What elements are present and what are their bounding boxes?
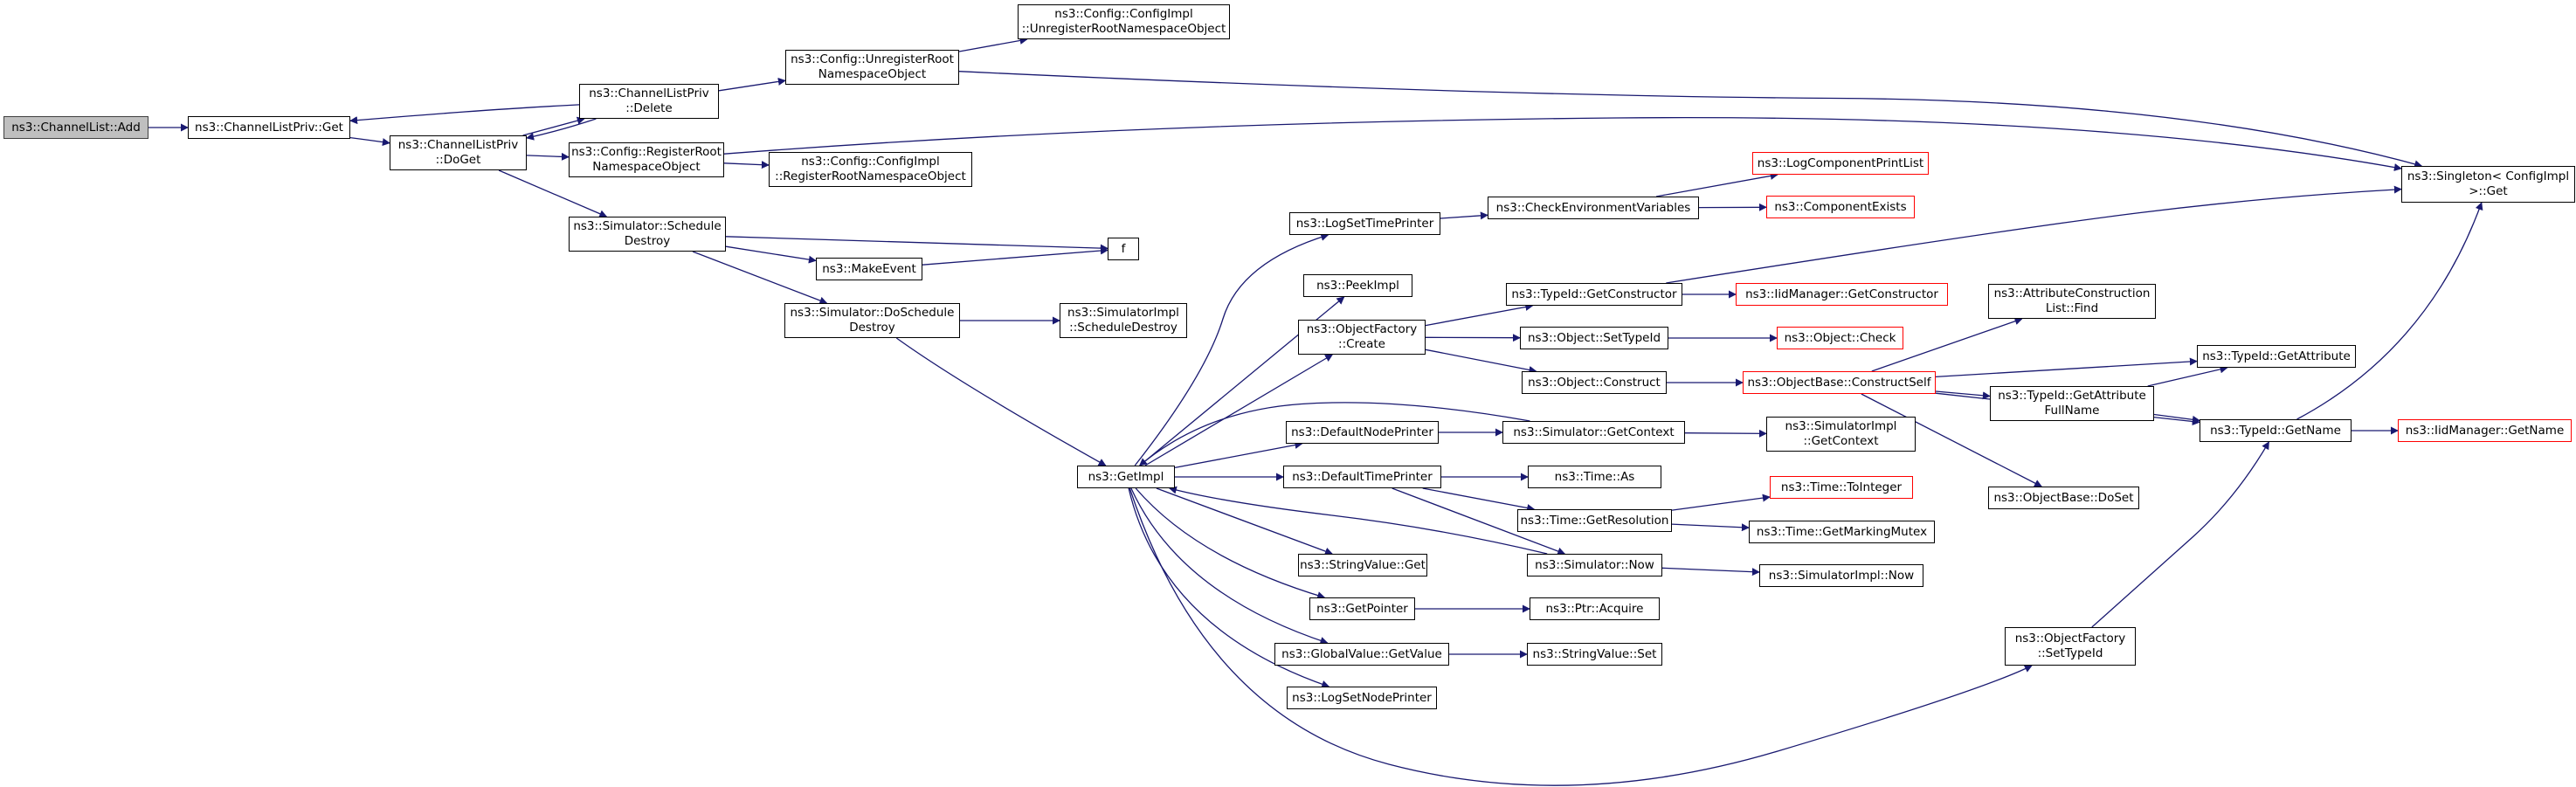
node-objfactory-create[interactable]: ns3::ObjectFactory ::Create xyxy=(1298,320,1426,355)
edge-sim-schedule-destroy-to-makeevent xyxy=(725,245,817,264)
edge-sim-doschedule-destroy-to-getimpl xyxy=(895,337,1107,466)
node-object-settypeid[interactable]: ns3::Object::SetTypeId xyxy=(1520,327,1668,349)
node-typeid-getattrfullname[interactable]: ns3::TypeId::GetAttribute FullName xyxy=(1990,386,2154,421)
node-makeevent[interactable]: ns3::MakeEvent xyxy=(816,258,922,280)
edge-clp-get-to-clp-doget xyxy=(349,136,390,147)
edge-getimpl-to-objfactory-settypeid xyxy=(1129,487,2033,786)
node-time-tointeger[interactable]: ns3::Time::ToInteger xyxy=(1770,476,1913,499)
edge-time-getresolution-to-time-getmarkingmutex xyxy=(1671,523,1750,532)
edge-sim-now-to-getimpl xyxy=(1168,486,1548,555)
node-clp-get[interactable]: ns3::ChannelListPriv::Get xyxy=(188,116,350,139)
node-logsettimeprinter[interactable]: ns3::LogSetTimePrinter xyxy=(1289,212,1440,235)
node-cfgimpl-register[interactable]: ns3::Config::ConfigImpl ::RegisterRootNa… xyxy=(769,152,972,187)
edge-typeid-getattrfullname-to-typeid-getattribute xyxy=(2147,365,2228,387)
node-cfg-unregister[interactable]: ns3::Config::UnregisterRoot NamespaceObj… xyxy=(785,50,959,85)
edge-cfg-unregister-to-cfgimpl-unregister xyxy=(958,37,1028,52)
edge-typeid-getconstructor-to-singleton-get xyxy=(1666,185,2402,284)
edge-objbase-constructself-to-typeid-getattrfullname xyxy=(1935,390,1991,400)
node-simimpl-getcontext[interactable]: ns3::SimulatorImpl ::GetContext xyxy=(1766,417,1916,452)
node-object-construct[interactable]: ns3::Object::Construct xyxy=(1522,371,1667,394)
node-sim-now[interactable]: ns3::Simulator::Now xyxy=(1527,554,1662,576)
edge-typeid-getname-to-singleton-get xyxy=(2296,202,2483,420)
node-cfg-register[interactable]: ns3::Config::RegisterRoot NamespaceObjec… xyxy=(569,142,724,177)
node-f[interactable]: f xyxy=(1108,238,1139,260)
node-simimpl-now[interactable]: ns3::SimulatorImpl::Now xyxy=(1759,564,1923,587)
edge-defaulttimeprinter-to-time-getresolution xyxy=(1422,487,1536,512)
edge-makeevent-to-f xyxy=(922,246,1108,266)
node-objbase-constructself[interactable]: ns3::ObjectBase::ConstructSelf xyxy=(1743,371,1936,394)
node-defaulttimeprinter[interactable]: ns3::DefaultTimePrinter xyxy=(1283,466,1441,488)
edge-getimpl-to-defaultnodeprinter xyxy=(1174,441,1303,469)
node-logsetnodeprinter[interactable]: ns3::LogSetNodePrinter xyxy=(1287,687,1437,709)
node-sim-getcontext[interactable]: ns3::Simulator::GetContext xyxy=(1502,421,1685,444)
node-ptr-acquire[interactable]: ns3::Ptr::Acquire xyxy=(1530,597,1660,620)
edge-getimpl-to-globalvalue-getvalue xyxy=(1130,487,1329,645)
edge-objfactory-settypeid-to-typeid-getname xyxy=(2091,441,2269,628)
edge-clp-delete-to-clp-get xyxy=(349,104,580,125)
edge-getimpl-to-logsettimeprinter xyxy=(1134,233,1329,466)
edge-getimpl-to-objfactory-create xyxy=(1144,354,1334,466)
node-logcomponentprintlist[interactable]: ns3::LogComponentPrintList xyxy=(1752,152,1929,175)
node-time-getmarkingmutex[interactable]: ns3::Time::GetMarkingMutex xyxy=(1749,521,1935,543)
edge-cfg-register-to-cfgimpl-register xyxy=(723,161,770,169)
edge-sim-schedule-destroy-to-sim-doschedule-destroy xyxy=(692,251,828,305)
node-sim-doschedule-destroy[interactable]: ns3::Simulator::DoSchedule Destroy xyxy=(784,303,960,338)
node-iidmanager-getconstructor[interactable]: ns3::IidManager::GetConstructor xyxy=(1736,283,1948,306)
node-getimpl[interactable]: ns3::GetImpl xyxy=(1077,466,1175,488)
node-cfgimpl-unregister[interactable]: ns3::Config::ConfigImpl ::UnregisterRoot… xyxy=(1018,4,1230,39)
edge-getimpl-to-logsetnodeprinter xyxy=(1128,487,1330,688)
node-defaultnodeprinter[interactable]: ns3::DefaultNodePrinter xyxy=(1286,421,1439,444)
edge-sim-schedule-destroy-to-f xyxy=(725,236,1108,252)
edge-getimpl-to-getpointer xyxy=(1135,487,1326,599)
edge-sim-getcontext-to-simimpl-getcontext xyxy=(1684,429,1767,438)
edge-sim-now-to-simimpl-now xyxy=(1661,567,1760,576)
node-object-check[interactable]: ns3::Object::Check xyxy=(1777,327,1903,349)
edge-objbase-constructself-to-objbase-doset xyxy=(1861,393,2043,487)
node-typeid-getattribute[interactable]: ns3::TypeId::GetAttribute xyxy=(2197,345,2356,368)
edge-defaulttimeprinter-to-sim-now xyxy=(1392,487,1566,556)
edge-clp-doget-to-sim-schedule-destroy xyxy=(498,169,608,217)
node-stringvalue-set[interactable]: ns3::StringValue::Set xyxy=(1527,643,1662,666)
edge-objbase-constructself-to-attrconstruction-find xyxy=(1871,317,2023,372)
node-channellist-add[interactable]: ns3::ChannelList::Add xyxy=(3,116,148,139)
edge-checkenv-to-logcomponentprintlist xyxy=(1655,172,1778,197)
edge-objfactory-create-to-typeid-getconstructor xyxy=(1425,303,1534,327)
edge-logsettimeprinter-to-checkenv xyxy=(1440,211,1488,220)
node-time-getresolution[interactable]: ns3::Time::GetResolution xyxy=(1517,509,1672,532)
node-time-as[interactable]: ns3::Time::As xyxy=(1528,466,1661,488)
node-iidmanager-getname[interactable]: ns3::IidManager::GetName xyxy=(2398,419,2572,442)
node-clp-delete[interactable]: ns3::ChannelListPriv ::Delete xyxy=(579,84,719,119)
edge-sim-getcontext-to-getimpl xyxy=(1138,402,1530,466)
edge-cfg-unregister-to-singleton-get xyxy=(958,71,2423,169)
node-sim-schedule-destroy[interactable]: ns3::Simulator::Schedule Destroy xyxy=(569,217,726,252)
node-getpointer[interactable]: ns3::GetPointer xyxy=(1309,597,1415,620)
edge-clp-delete-to-cfg-unregister xyxy=(718,77,786,92)
node-globalvalue-getvalue[interactable]: ns3::GlobalValue::GetValue xyxy=(1274,643,1449,666)
node-objbase-doset[interactable]: ns3::ObjectBase::DoSet xyxy=(1988,487,2139,509)
node-stringvalue-get[interactable]: ns3::StringValue::Get xyxy=(1298,554,1427,576)
node-componentexists[interactable]: ns3::ComponentExists xyxy=(1766,196,1915,218)
node-peekimpl[interactable]: ns3::PeekImpl xyxy=(1303,274,1412,297)
edge-getimpl-to-stringvalue-get xyxy=(1156,487,1333,556)
node-clp-doget[interactable]: ns3::ChannelListPriv ::DoGet xyxy=(390,135,527,170)
node-checkenv[interactable]: ns3::CheckEnvironmentVariables xyxy=(1488,197,1699,219)
edge-clp-doget-to-clp-delete xyxy=(522,116,585,136)
edge-typeid-getattrfullname-to-typeid-getname xyxy=(2153,413,2200,424)
edge-clp-doget-to-cfg-register xyxy=(526,152,570,161)
edge-clp-delete-to-clp-doget xyxy=(526,118,597,141)
node-typeid-getname[interactable]: ns3::TypeId::GetName xyxy=(2200,419,2352,442)
node-attrconstruction-find[interactable]: ns3::AttributeConstruction List::Find xyxy=(1988,284,2156,319)
edge-objfactory-create-to-object-construct xyxy=(1425,349,1537,374)
node-simimpl-schedule-destroy[interactable]: ns3::SimulatorImpl ::ScheduleDestroy xyxy=(1060,303,1187,338)
edge-objbase-constructself-to-typeid-getattribute xyxy=(1935,357,2198,378)
node-singleton-get[interactable]: ns3::Singleton< ConfigImpl >::Get xyxy=(2401,166,2575,203)
node-typeid-getconstructor[interactable]: ns3::TypeId::GetConstructor xyxy=(1506,283,1682,306)
edge-time-getresolution-to-time-tointeger xyxy=(1671,494,1771,511)
node-objfactory-settypeid[interactable]: ns3::ObjectFactory ::SetTypeId xyxy=(2005,627,2136,666)
edge-cfg-register-to-singleton-get xyxy=(723,116,2402,171)
